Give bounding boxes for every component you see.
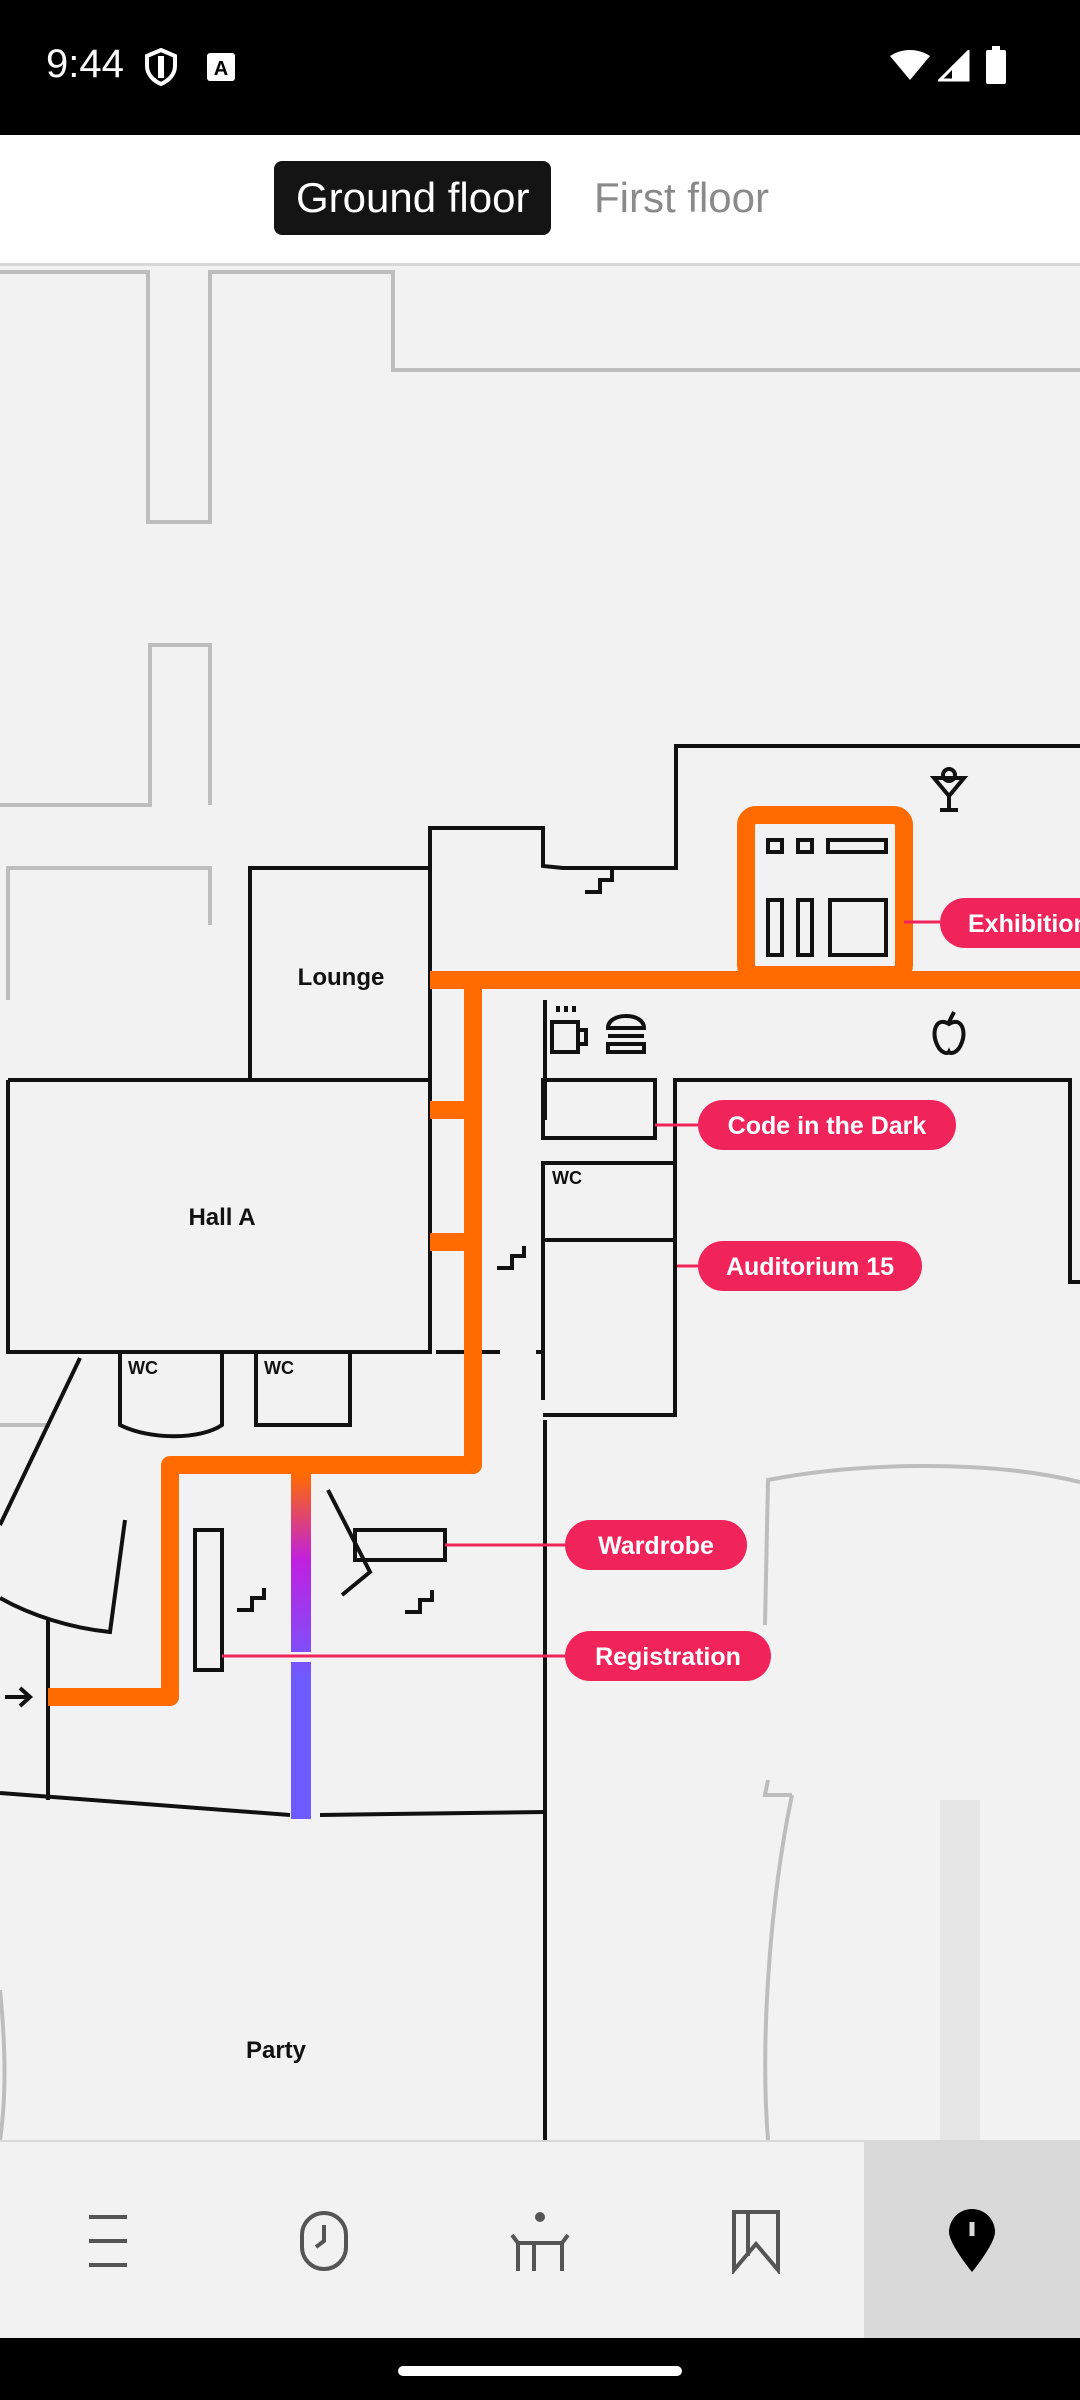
corridor-shade: [940, 1800, 980, 2140]
menu-icon: [89, 2215, 127, 2267]
wc-label: WC: [264, 1358, 294, 1378]
gesture-navigation-bar: [0, 2338, 1080, 2400]
pin-registration[interactable]: Registration: [565, 1631, 771, 1681]
schedule-icon: [300, 2211, 348, 2271]
pin-leaders: [222, 920, 940, 1658]
wc-label: WC: [552, 1168, 582, 1188]
signal-icon: [936, 48, 970, 87]
bottom-navigation: [0, 2140, 1080, 2340]
room-label-hall-a[interactable]: Hall A: [188, 1204, 255, 1231]
stairs-icon: [237, 870, 614, 1614]
route-path: [48, 806, 1080, 1706]
map-pin-icon: [949, 2209, 995, 2272]
pin-auditorium-15[interactable]: Auditorium 15: [698, 1241, 922, 1291]
burger-icon: [605, 1014, 647, 1054]
speakers-icon: [510, 2212, 570, 2271]
status-bar: 9:44 A: [0, 0, 1080, 135]
wifi-icon: [890, 50, 930, 87]
svg-text:Wardrobe: Wardrobe: [598, 1532, 714, 1560]
home-indicator[interactable]: [398, 2366, 682, 2376]
a11y-a-icon: A: [206, 52, 236, 87]
svg-text:Auditorium 15: Auditorium 15: [726, 1253, 894, 1281]
room-label-lounge[interactable]: Lounge: [298, 964, 385, 991]
pin-wardrobe[interactable]: Wardrobe: [565, 1520, 747, 1570]
pin-exhibition[interactable]: Exhibition: [940, 898, 1080, 948]
floor-selector: Ground floor First floor: [0, 135, 1080, 266]
shield-icon: [144, 47, 178, 91]
stair-connection: [291, 1474, 311, 1819]
bookmarks-icon: [732, 2210, 780, 2274]
room-label-party[interactable]: Party: [246, 2037, 307, 2064]
cocktail-icon: [929, 767, 969, 812]
walls: [0, 744, 1080, 2140]
building-outline: [0, 270, 1080, 2140]
exhibition-booth: [766, 838, 888, 957]
svg-text:Code in the Dark: Code in the Dark: [728, 1112, 927, 1140]
svg-text:Exhibition: Exhibition: [968, 910, 1080, 938]
nav-menu[interactable]: [0, 2142, 216, 2340]
svg-text:Registration: Registration: [595, 1643, 741, 1671]
battery-icon: [986, 46, 1006, 89]
pin-code-in-the-dark[interactable]: Code in the Dark: [698, 1100, 956, 1150]
nav-speakers[interactable]: [432, 2142, 648, 2340]
wc-label: WC: [128, 1358, 158, 1378]
entrance-arrow-icon: [5, 1686, 33, 1708]
tab-first-floor[interactable]: First floor: [594, 174, 770, 221]
nav-schedule[interactable]: [216, 2142, 432, 2340]
venue-map[interactable]: Lounge Hall A Party WC WC WC Exhibition …: [0, 265, 1080, 2140]
nav-bookmarks[interactable]: [648, 2142, 864, 2340]
apple-icon: [932, 1011, 966, 1055]
coffee-icon: [550, 1006, 588, 1054]
svg-text:A: A: [214, 58, 228, 80]
tab-ground-floor[interactable]: Ground floor: [274, 161, 552, 235]
nav-map[interactable]: [864, 2142, 1080, 2340]
status-time: 9:44: [46, 42, 124, 86]
